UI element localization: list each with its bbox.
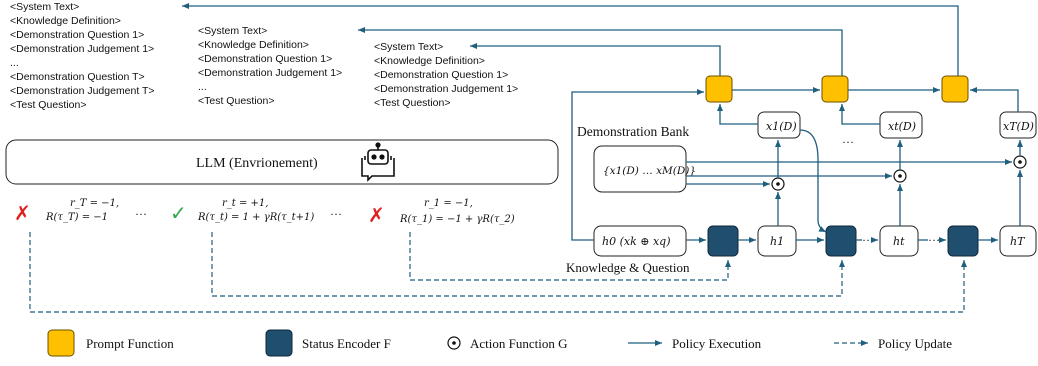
legend: Prompt Function Status Encoder F Action … xyxy=(47,329,952,357)
legend-execution-label: Policy Execution xyxy=(672,336,762,351)
demo-bank-box xyxy=(593,145,687,193)
prompt-3-line-0: <System Text> xyxy=(374,41,443,53)
ellipsis-2: ··· xyxy=(330,207,342,221)
reward-1: ✗ r_T = −1, R(τ_T) = −1 xyxy=(14,198,119,225)
prompt-1-line-6: <Demonstration Judgement T> xyxy=(10,85,155,97)
demo-bank-label: Demonstration Bank xyxy=(577,124,689,139)
ht-box xyxy=(879,225,919,257)
arrow-prompt3-to-text1 xyxy=(182,3,959,76)
prompt-1-line-7: <Test Question> xyxy=(10,99,86,111)
legend-action-label: Action Function G xyxy=(470,336,568,351)
demo-node-1 xyxy=(757,111,801,139)
legend-prompt-swatch xyxy=(47,329,75,357)
reward-1-line2: R(τ_T) = −1 xyxy=(45,212,108,223)
demo-node-1-label: x1(D) xyxy=(766,120,797,133)
reward-3-line1: r_1 = −1, xyxy=(424,198,473,209)
status-encoder-box-1 xyxy=(707,225,739,257)
legend-prompt-label: Prompt Function xyxy=(86,336,174,351)
prompt-3-line-4: <Test Question> xyxy=(374,97,450,109)
arrow-prompt1-to-text3 xyxy=(470,43,721,76)
prompt-1-line-2: <Demonstration Question 1> xyxy=(10,29,144,41)
ellipsis-5: ··· xyxy=(928,233,940,247)
status-encoder-box-3 xyxy=(947,225,979,257)
h1-label: h1 xyxy=(770,235,784,248)
prompt-2-line-5: <Test Question> xyxy=(198,95,274,107)
policy-update-lines xyxy=(29,232,967,313)
action-dots xyxy=(776,160,1022,186)
check-icon: ✓ xyxy=(170,201,187,225)
prompt-block-3: <System Text> <Knowledge Definition> <De… xyxy=(374,41,518,109)
prompt-block-2: <System Text> <Knowledge Definition> <De… xyxy=(198,25,342,107)
prompt-block-1: <System Text> <Knowledge Definition> <De… xyxy=(10,1,155,111)
demo-node-t-label: xt(D) xyxy=(888,120,916,133)
prompt-3-line-3: <Demonstration Judgement 1> xyxy=(374,83,518,95)
arrow-prompt2-to-text2 xyxy=(358,27,843,76)
prompt-2-line-2: <Demonstration Question 1> xyxy=(198,53,332,65)
prompt-3-line-1: <Knowledge Definition> xyxy=(374,55,485,67)
reward-2-line1: r_t = +1, xyxy=(222,198,268,209)
reward-1-line1: r_T = −1, xyxy=(70,198,119,209)
prompt-2-line-3: <Demonstration Judgement 1> xyxy=(198,67,342,79)
kq-label: Knowledge & Question xyxy=(566,260,690,275)
h0-box xyxy=(593,225,687,257)
prompt-2-line-0: <System Text> xyxy=(198,25,267,37)
reward-2: ✓ r_t = +1, R(τ_t) = 1 + γR(τ_t+1) xyxy=(170,198,314,225)
llm-label: LLM (Envrionement) xyxy=(196,156,318,171)
hT-box xyxy=(999,225,1037,257)
prompt-function-box-3 xyxy=(941,75,969,103)
demo-bank-content: {x1(D) … xM(D)} xyxy=(603,165,696,177)
prompt-2-line-4: ... xyxy=(198,81,207,93)
ht-label: ht xyxy=(893,235,905,248)
robot-icon xyxy=(361,142,395,182)
legend-encoder-label: Status Encoder F xyxy=(302,336,391,351)
h1-box xyxy=(757,225,797,257)
h0-label: h0 (xk ⊕ xq) xyxy=(602,235,671,248)
demo-node-T-label: xT(D) xyxy=(1003,120,1034,133)
legend-encoder-swatch xyxy=(265,329,293,357)
prompt-1-line-3: <Demonstration Judgement 1> xyxy=(10,43,154,55)
policy-execution-arrows xyxy=(571,87,1023,243)
reward-3-line2: R(τ_1) = −1 + γR(τ_2) xyxy=(399,214,515,225)
prompt-2-line-1: <Knowledge Definition> xyxy=(198,39,309,51)
reward-2-line2: R(τ_t) = 1 + γR(τ_t+1) xyxy=(197,212,314,223)
cross-icon: ✗ xyxy=(14,201,31,225)
cross-icon: ✗ xyxy=(368,203,385,227)
reward-3: ✗ r_1 = −1, R(τ_1) = −1 + γR(τ_2) xyxy=(368,198,515,227)
prompt-3-line-2: <Demonstration Question 1> xyxy=(374,69,508,81)
prompt-1-line-1: <Knowledge Definition> xyxy=(10,15,121,27)
prompt-function-box-2 xyxy=(821,75,849,103)
prompt-1-line-4: ... xyxy=(10,57,19,69)
llm-box xyxy=(5,139,559,185)
hT-label: hT xyxy=(1010,235,1026,248)
demo-node-t xyxy=(879,111,923,139)
ellipsis-1: ··· xyxy=(135,207,147,221)
prompt-1-line-0: <System Text> xyxy=(10,1,79,13)
prompt-return-arrows xyxy=(182,3,959,76)
ellipsis-3: ··· xyxy=(842,135,854,149)
prompt-1-line-5: <Demonstration Question T> xyxy=(10,71,145,83)
legend-update-label: Policy Update xyxy=(878,336,952,351)
prompt-function-box-1 xyxy=(705,75,733,103)
action-circles xyxy=(771,155,1027,191)
status-encoder-box-2 xyxy=(825,225,857,257)
ellipsis-4: ··· xyxy=(862,233,874,247)
